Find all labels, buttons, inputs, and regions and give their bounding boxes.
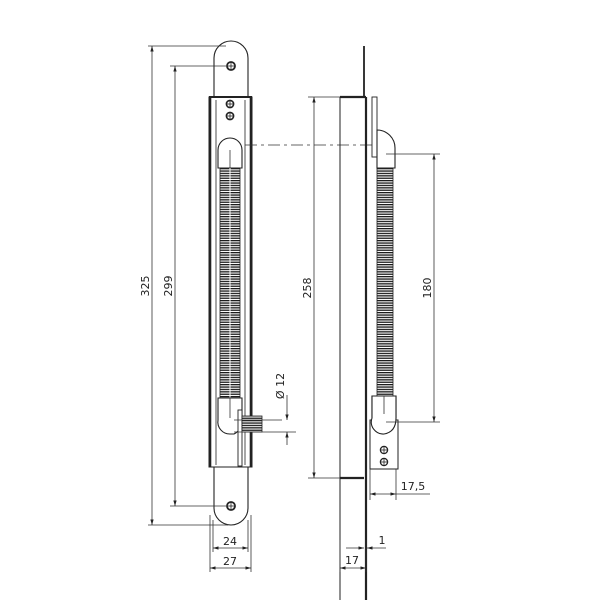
front-dimensions: 325 299 Ø 12 24 27	[139, 45, 289, 572]
threaded-bolt	[241, 415, 263, 433]
dim-plate-thickness: 1	[379, 534, 386, 547]
side-view	[339, 46, 399, 600]
dim-side-offset: 17,5	[401, 480, 426, 493]
dim-spring-length: 180	[421, 278, 434, 299]
side-spring	[376, 167, 394, 397]
dim-hole-spacing: 299	[162, 276, 175, 297]
top-screw-hole-icon	[226, 61, 236, 71]
dim-inner-width: 24	[223, 535, 237, 548]
rivet-icon	[225, 99, 235, 109]
side-dimensions: 258 180 17,5 1 17	[301, 96, 440, 572]
rivet-icon	[225, 111, 235, 121]
bottom-screw-hole-icon	[226, 501, 236, 511]
rivet-icon	[379, 457, 389, 467]
dim-bolt-diameter: Ø 12	[274, 373, 287, 399]
dim-body-length: 258	[301, 278, 314, 299]
dim-outer-width: 27	[223, 555, 237, 568]
front-view	[208, 40, 296, 526]
dim-overall-length: 325	[139, 276, 152, 297]
rivet-icon	[379, 445, 389, 455]
dim-side-depth: 17	[345, 554, 359, 567]
